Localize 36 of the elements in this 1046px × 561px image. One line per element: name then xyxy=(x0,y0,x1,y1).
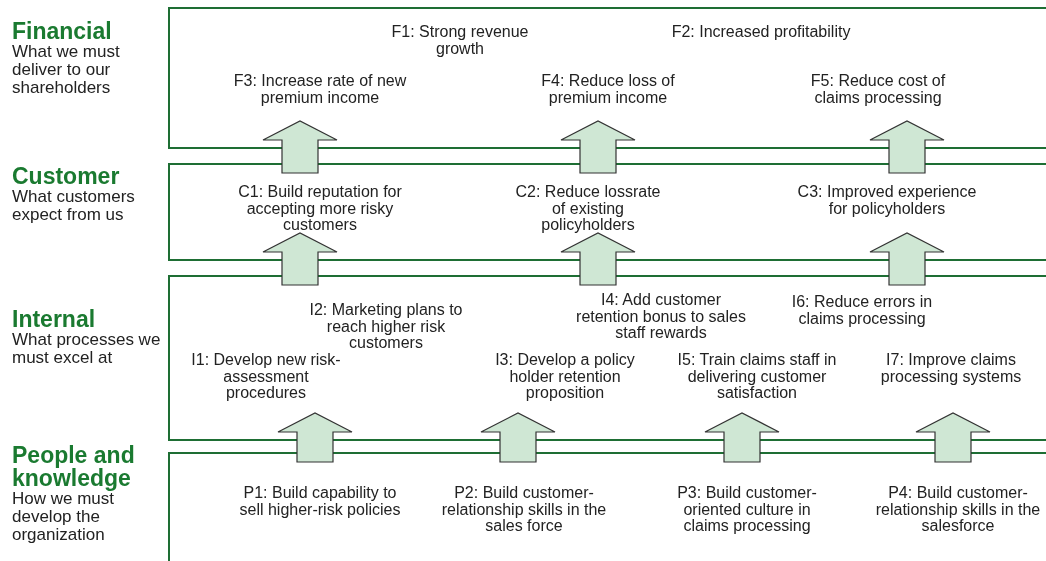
objective-text: P2: Build customer-relationship skills in the sales force xyxy=(439,485,609,535)
block-arrow xyxy=(262,120,338,174)
objective-text: I4: Add customer retention bonus to sales staff rewards xyxy=(576,292,746,342)
objective-text: C1: Build reputation for accepting more risky customers xyxy=(230,184,410,234)
block-arrow xyxy=(560,120,636,174)
perspective-heading: Customer xyxy=(12,165,121,188)
objective-text: P4: Build customer-relationship skills in the salesforce xyxy=(873,485,1043,535)
objective-text: I6: Reduce errors in claims processing xyxy=(772,294,952,327)
block-arrow xyxy=(915,412,991,463)
perspective-heading: Financial xyxy=(12,20,113,43)
perspective-description: What customers expect from us xyxy=(12,188,136,224)
objective-text: F3: Increase rate of new premium income xyxy=(225,73,415,106)
objective-text: F2: Increased profitability xyxy=(651,24,871,41)
objective-text: C2: Reduce lossrate of existing policyholders xyxy=(508,184,668,234)
block-arrow xyxy=(262,232,338,286)
block-arrow xyxy=(560,232,636,286)
objective-text: I3: Develop a policy holder retention proposition xyxy=(480,352,650,402)
block-arrow xyxy=(480,412,556,463)
objective-text: P3: Build customer-oriented culture in claims processing xyxy=(662,485,832,535)
perspective-description: How we must develop the organization xyxy=(12,490,115,544)
perspective-description: What processes we must excel at xyxy=(12,331,162,367)
block-arrow xyxy=(704,412,780,463)
objective-text: P1: Build capability to sell higher-risk policies xyxy=(235,485,405,518)
objective-text: F5: Reduce cost of claims processing xyxy=(793,73,963,106)
objective-text: F4: Reduce loss of premium income xyxy=(523,73,693,106)
objective-text: C3: Improved experience for policyholders xyxy=(792,184,982,217)
objective-text: I5: Train claims staff in delivering customer satisfaction xyxy=(662,352,852,402)
block-arrow xyxy=(869,232,945,286)
objective-text: I1: Develop new risk-assessment procedures xyxy=(191,352,341,402)
objective-text: F1: Strong revenue growth xyxy=(375,24,545,57)
objective-text: I2: Marketing plans to reach higher risk customers xyxy=(301,302,471,352)
objective-text: I7: Improve claims processing systems xyxy=(866,352,1036,385)
perspective-heading: Internal xyxy=(12,308,97,331)
block-arrow xyxy=(277,412,353,463)
perspective-description: What we must deliver to our shareholders xyxy=(12,43,121,97)
block-arrow xyxy=(869,120,945,174)
